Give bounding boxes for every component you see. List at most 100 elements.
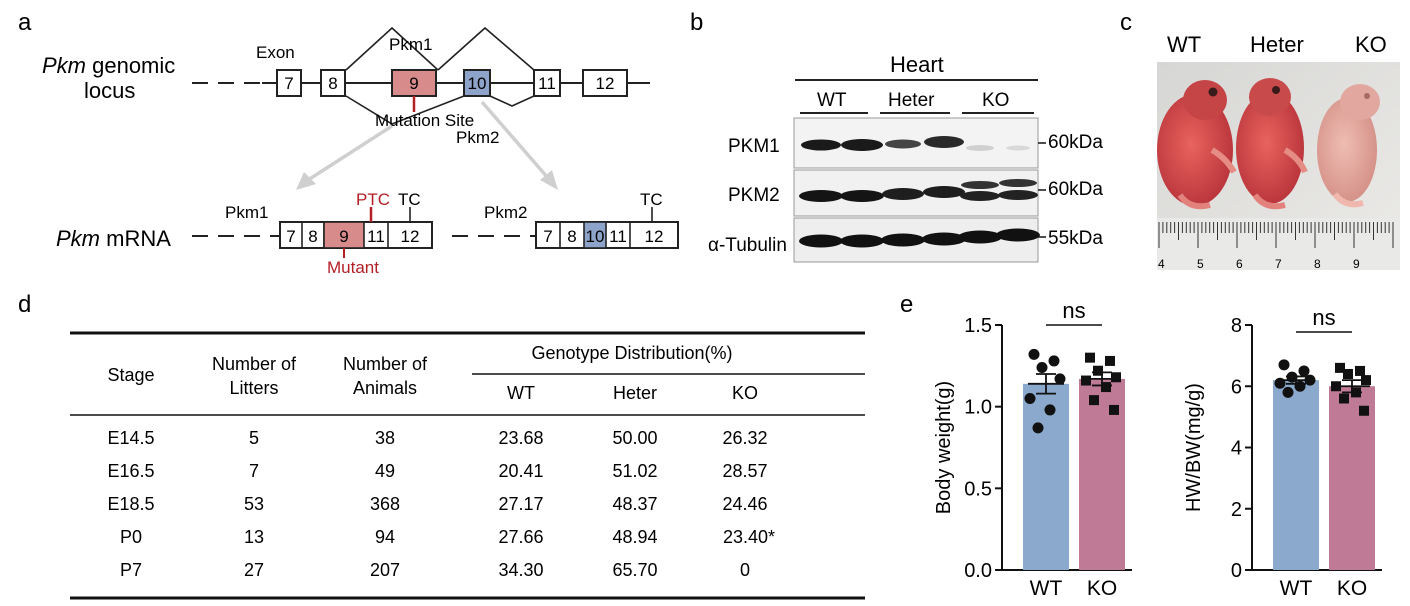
th-stage: Stage [107, 365, 154, 385]
significance-label: ns [1312, 305, 1335, 330]
data-point [1298, 365, 1310, 377]
blot-ko-label: KO [982, 90, 1009, 111]
blot-wt-label: WT [817, 90, 847, 111]
pup-photo: WT Heter KO 4 5 6 7 [1157, 32, 1400, 271]
svg-text:12: 12 [401, 227, 420, 246]
th-litters-1: Number of [212, 354, 297, 374]
y-tick-label: 1.5 [964, 315, 992, 337]
pkm2-row-label: PKM2 [728, 185, 780, 206]
table-cell-animals: 38 [375, 428, 395, 448]
table-cell-wt: 27.66 [498, 527, 543, 547]
data-point [1304, 374, 1316, 386]
significance-label: ns [1062, 298, 1085, 323]
data-point [1331, 381, 1341, 392]
svg-text:7: 7 [284, 74, 293, 93]
table-cell-ko: 23.40* [723, 527, 775, 547]
table-cell-litters: 27 [244, 560, 264, 580]
svg-text:9: 9 [409, 74, 418, 93]
th-animals-2: Animals [353, 378, 417, 398]
data-point [1054, 373, 1066, 385]
genomic-label: Pkm genomic [42, 53, 175, 78]
data-point [1089, 395, 1099, 406]
y-tick-label: 0.5 [964, 478, 992, 500]
svg-text:12: 12 [596, 74, 615, 93]
data-point [1081, 375, 1091, 386]
table-cell-stage: E14.5 [107, 428, 154, 448]
data-point [1036, 361, 1048, 373]
svg-text:11: 11 [367, 227, 385, 246]
table-cell-ko: 0 [740, 560, 750, 580]
exon-8 [320, 69, 346, 97]
table-cell-litters: 7 [249, 461, 259, 481]
tubulin-row-label: α-Tubulin [708, 235, 787, 256]
data-point [1109, 404, 1119, 415]
bar-ko [1329, 386, 1375, 570]
exon-10 [463, 69, 491, 97]
bar-wt [1023, 383, 1069, 570]
data-point [1274, 377, 1286, 389]
table-cell-animals: 94 [375, 527, 395, 547]
photo-ko-label: KO [1355, 32, 1387, 57]
svg-text:10: 10 [586, 227, 605, 246]
y-axis-label: HW/BW(mg/g) [1183, 383, 1205, 512]
data-point [1286, 371, 1298, 383]
pup-ko [1317, 84, 1380, 208]
y-tick-label: 2 [1231, 499, 1242, 521]
data-point [1032, 422, 1044, 434]
mutation-site-label: Mutation Site [375, 111, 474, 130]
x-tick-label: WT [1030, 577, 1063, 600]
exon-11 [533, 69, 561, 97]
y-tick-label: 6 [1231, 376, 1242, 398]
data-point [1351, 387, 1361, 398]
tissue-label: Heart [890, 52, 944, 77]
table-cell-heter: 50.00 [612, 428, 657, 448]
y-tick-label: 4 [1231, 438, 1242, 460]
data-point [1355, 365, 1365, 376]
svg-text:9: 9 [339, 227, 348, 246]
table-cell-wt: 20.41 [498, 461, 543, 481]
svg-text:7: 7 [543, 227, 552, 246]
pkm2-size: 60kDa [1048, 179, 1103, 200]
data-point [1278, 359, 1290, 371]
svg-text:12: 12 [645, 227, 664, 246]
table-cell-litters: 5 [249, 428, 259, 448]
exon-label: Exon [256, 43, 295, 62]
y-tick-label: 1.0 [964, 397, 992, 419]
data-point [1048, 355, 1060, 367]
table-cell-animals: 368 [370, 494, 400, 514]
svg-text:8: 8 [308, 227, 317, 246]
genomic-locus: Pkm genomic locus Exon Pkm1 Pkm2 7 8 9 1… [42, 26, 650, 190]
table-cell-wt: 27.17 [498, 494, 543, 514]
tc-label-2: TC [640, 190, 663, 209]
svg-text:6: 6 [1236, 257, 1243, 271]
data-point [1361, 375, 1371, 386]
svg-text:7: 7 [286, 227, 295, 246]
pkm1-size: 60kDa [1048, 132, 1103, 153]
exon-9 [391, 69, 437, 97]
th-ko: KO [732, 383, 758, 403]
pkm2-mrna-label: Pkm2 [484, 203, 527, 222]
table-cell-ko: 26.32 [722, 428, 767, 448]
table-cell-stage: P0 [120, 527, 142, 547]
tubulin-size: 55kDa [1048, 228, 1103, 249]
pkm2-label: Pkm2 [456, 128, 499, 147]
exon-7 [276, 69, 302, 97]
tc-label-1: TC [398, 190, 421, 209]
pkm1-row-label: PKM1 [728, 136, 780, 157]
table-cell-heter: 51.02 [612, 461, 657, 481]
panel-label-b: b [690, 9, 703, 36]
mrna-label: Pkm mRNA [56, 226, 171, 251]
svg-text:8: 8 [567, 227, 576, 246]
pup-heter [1236, 78, 1308, 210]
genotype-table: Stage Number of Litters Number of Animal… [70, 331, 865, 600]
mrna-diagram: Pkm mRNA Pkm1 7 8 9 11 12 PTC TC Mutant … [56, 190, 679, 277]
svg-text:5: 5 [1197, 257, 1204, 271]
panel-label-a: a [18, 9, 32, 36]
data-point [1359, 405, 1369, 416]
table-cell-wt: 23.68 [498, 428, 543, 448]
table-cell-animals: 207 [370, 560, 400, 580]
x-tick-label: WT [1280, 577, 1313, 600]
svg-text:7: 7 [1275, 257, 1282, 271]
data-point [1101, 382, 1111, 393]
x-tick-label: KO [1087, 577, 1117, 600]
